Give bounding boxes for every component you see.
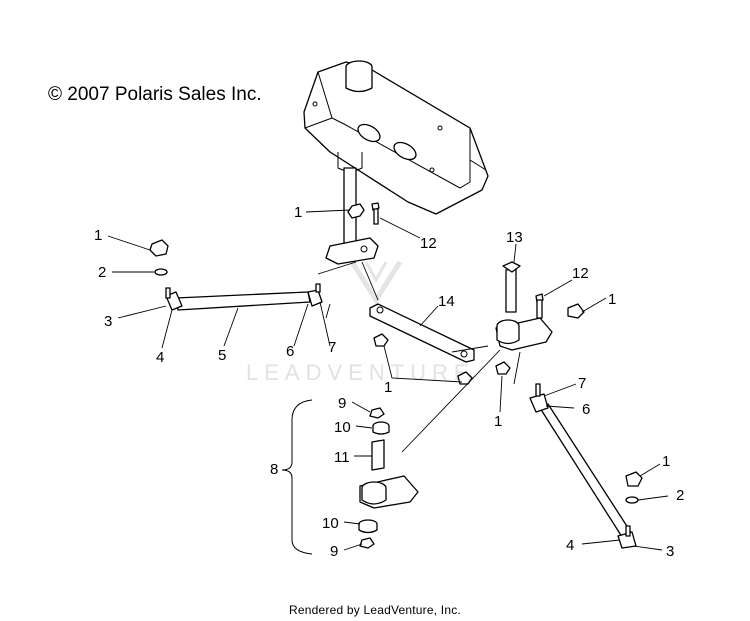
callout-1: 1 [662, 453, 670, 470]
nuts [149, 239, 643, 504]
callout-4: 4 [156, 349, 164, 366]
callout-1: 1 [608, 291, 616, 308]
callout-10: 10 [334, 419, 351, 436]
callout-12: 12 [572, 265, 589, 282]
callout-9: 9 [330, 543, 338, 560]
watermark-logo: LEADVENTURE [246, 260, 475, 385]
drag-link-plate [369, 303, 475, 363]
callout-5: 5 [218, 347, 226, 364]
callout-14: 14 [438, 293, 455, 310]
callout-2: 2 [98, 264, 106, 281]
upper-fasteners [347, 202, 380, 225]
callout-7: 7 [578, 375, 586, 392]
callout-8: 8 [270, 461, 278, 478]
frame-housing [303, 60, 489, 215]
tie-rod-right [529, 383, 637, 549]
callout-12: 12 [420, 235, 437, 252]
tie-rod-left [165, 283, 323, 311]
callout-4: 4 [566, 537, 574, 554]
callout-3: 3 [666, 543, 674, 560]
callout-7: 7 [328, 339, 336, 356]
leader-lines [107, 209, 669, 551]
callout-labels: 1 12 1 2 3 4 5 6 7 14 13 12 1 1 1 7 6 9 … [94, 204, 684, 560]
callout-11: 11 [334, 449, 350, 466]
callout-1: 1 [494, 413, 502, 430]
callout-10: 10 [322, 515, 339, 532]
copyright-notice: © 2007 Polaris Sales Inc. [48, 84, 262, 105]
callout-3: 3 [104, 313, 112, 330]
lower-spindle-group [358, 407, 419, 549]
watermark-text: LEADVENTURE [246, 360, 475, 385]
callout-13: 13 [506, 229, 523, 246]
callout-1: 1 [384, 379, 392, 396]
pitman-arm-upper [495, 261, 553, 351]
footer-credit: Rendered by LeadVenture, Inc. [289, 603, 461, 617]
callout-6: 6 [286, 343, 294, 360]
callout-1: 1 [94, 227, 102, 244]
callout-6: 6 [582, 401, 590, 418]
alignment-lines [317, 261, 521, 453]
callout-1: 1 [294, 204, 302, 221]
group-bracket [281, 399, 313, 555]
callout-2: 2 [676, 487, 684, 504]
callout-9: 9 [338, 395, 346, 412]
